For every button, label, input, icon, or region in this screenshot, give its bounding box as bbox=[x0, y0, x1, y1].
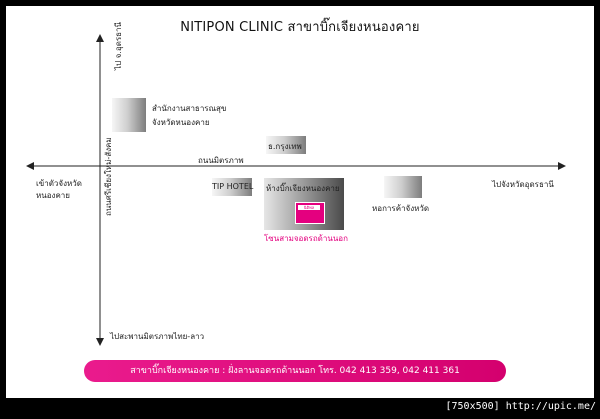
road-lines bbox=[26, 34, 566, 346]
health-office-building bbox=[112, 98, 146, 132]
chamber-label: หอการค้าจังหวัด bbox=[372, 204, 430, 213]
clinic-marker: นิติพล bbox=[295, 202, 325, 224]
watermark-text[interactable]: [750x500] http://upic.me/ bbox=[445, 401, 596, 412]
bank-label: ธ.กรุงเทพ bbox=[268, 142, 302, 151]
south-direction-label: ไปสะพานมิตรภาพไทย-ลาว bbox=[110, 332, 205, 341]
map-title: NITIPON CLINIC สาขาบิ๊กเจียงหนองคาย bbox=[180, 20, 420, 35]
watermark-strip bbox=[0, 398, 600, 419]
hotel-building bbox=[212, 178, 252, 196]
hotel-label: TIP HOTEL bbox=[212, 182, 254, 191]
vertical-road-name: ถนนศรีเชียงใหม่-สังคม bbox=[104, 137, 113, 216]
horizontal-road-name: ถนนมิตรภาพ bbox=[198, 156, 244, 165]
contact-footer: สาขาบิ๊กเจียงหนองคาย : ฝั่งลานจอดรถด้านน… bbox=[84, 360, 506, 382]
bank-building bbox=[266, 136, 306, 154]
parking-zone-label: โซนสามจอดรถด้านนอก bbox=[264, 234, 348, 243]
bigc-label: ห้างบิ๊กเจียงหนองคาย bbox=[266, 184, 340, 193]
health-office-label: สำนักงานสาธารณสุข จังหวัดหนองคาย bbox=[152, 104, 227, 127]
clinic-logo: นิติพล bbox=[298, 205, 320, 210]
east-direction-label: ไปจังหวัดอุดรธานี bbox=[492, 180, 554, 189]
map-card: NITIPON CLINIC สาขาบิ๊กเจียงหนองคาย ไป จ… bbox=[6, 6, 594, 398]
north-direction-label: ไป จ.อุดรธานี bbox=[114, 21, 123, 70]
chamber-building bbox=[384, 176, 422, 198]
west-direction-label: เข้าตัวจังหวัด หนองคาย bbox=[36, 179, 82, 200]
